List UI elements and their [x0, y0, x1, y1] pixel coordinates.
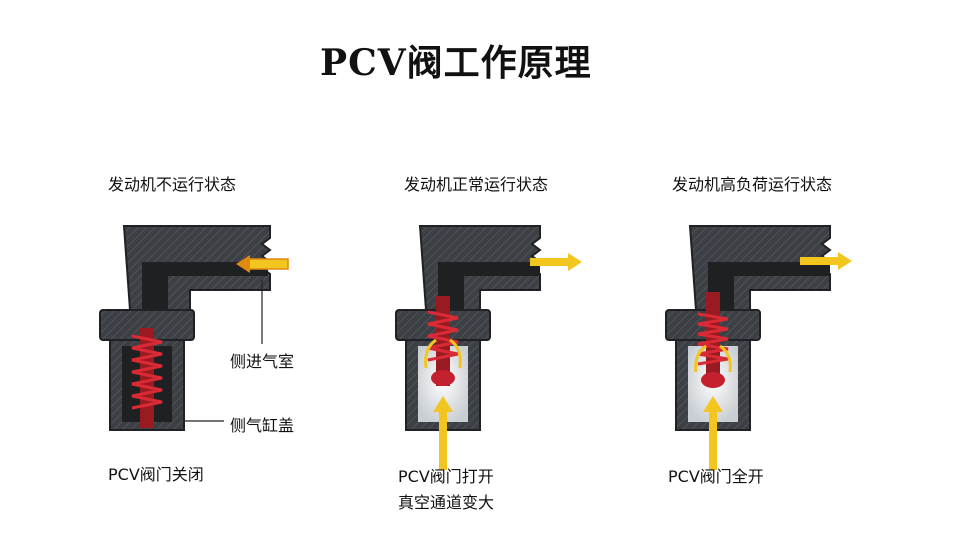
panel-2-caption: PCV阀门打开 真空通道变大 [398, 464, 494, 516]
valve-open [395, 225, 582, 470]
panel-2-caption-line-1: PCV阀门打开 [398, 467, 494, 486]
cylinder-cover-label: 侧气缸盖 [230, 416, 295, 435]
valve-closed [99, 225, 289, 431]
panel-3-caption: PCV阀门全开 [668, 464, 764, 490]
panel-2-heading: 发动机正常运行状态 [404, 175, 549, 194]
panel-1-caption: PCV阀门关闭 [108, 462, 204, 488]
panel-3-heading: 发动机高负荷运行状态 [672, 175, 833, 194]
panel-3-caption-line-1: PCV阀门全开 [668, 467, 764, 486]
panel-2-caption-line-2: 真空通道变大 [398, 493, 495, 512]
page-title: PCV阀工作原理 [320, 42, 592, 84]
panel-1-caption-line-1: PCV阀门关闭 [108, 465, 204, 484]
side-inlet-label: 侧进气室 [230, 352, 295, 371]
panel-1-heading: 发动机不运行状态 [108, 175, 237, 194]
valve-fully-open [665, 225, 852, 470]
